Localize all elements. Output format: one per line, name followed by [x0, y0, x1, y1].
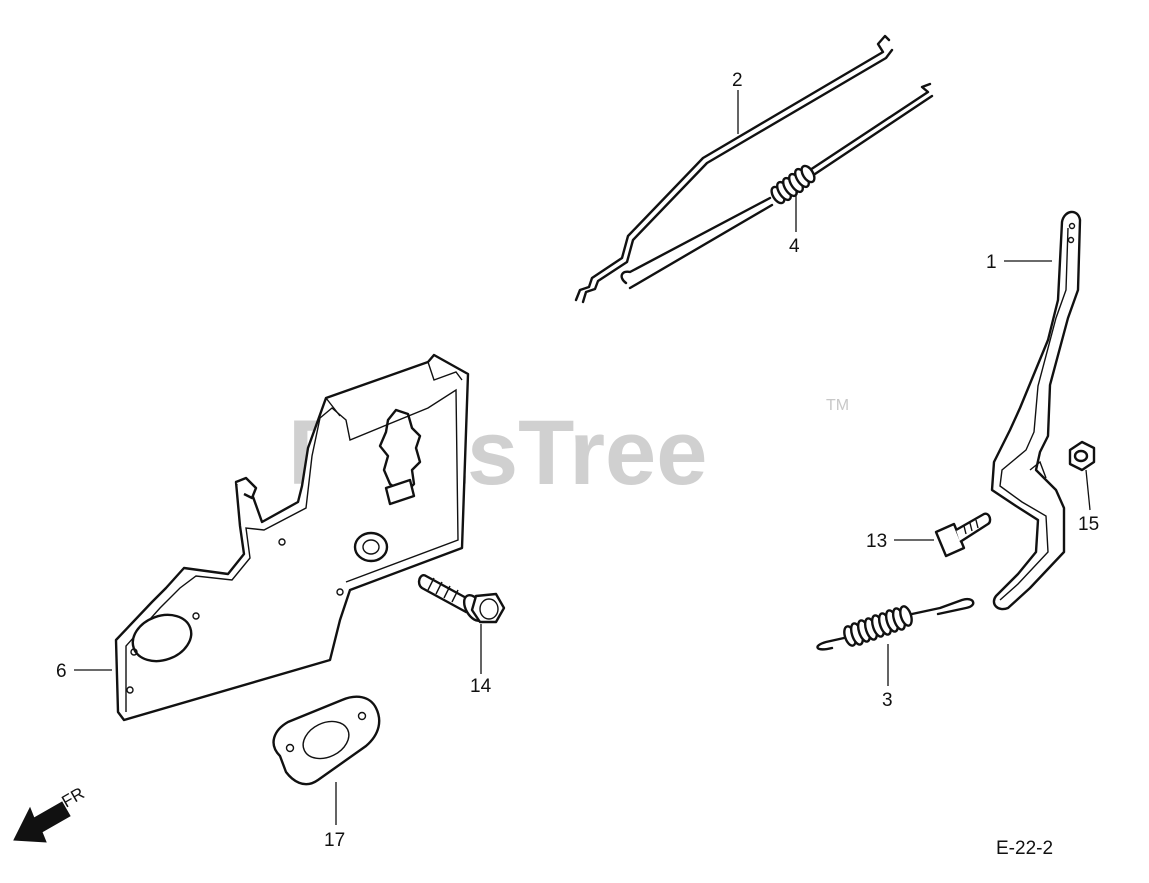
leader-lines [74, 90, 1091, 825]
callout-6: 6 [56, 661, 67, 682]
diagram-reference: E-22-2 [996, 838, 1053, 859]
part-6-governor-plate[interactable] [114, 353, 470, 722]
callout-1: 1 [986, 252, 997, 273]
callout-13: 13 [866, 531, 887, 552]
front-arrow-icon [13, 801, 71, 843]
part-15-nut[interactable] [1068, 440, 1096, 472]
callout-2: 2 [732, 70, 743, 91]
watermark-trademark: TM [826, 397, 849, 414]
callout-17: 17 [324, 830, 345, 851]
part-14-flange-bolt[interactable] [417, 574, 506, 624]
callout-14: 14 [470, 676, 492, 697]
part-17-gasket[interactable] [272, 695, 381, 786]
spring-coil-4 [770, 164, 816, 205]
callout-4: 4 [789, 236, 800, 257]
callout-15: 15 [1078, 514, 1099, 535]
callout-3: 3 [882, 690, 893, 711]
spring-coil-3 [843, 605, 913, 647]
part-13-bolt[interactable] [934, 512, 992, 558]
part-4-spring-rod[interactable] [620, 82, 934, 290]
part-3-governor-spring[interactable] [816, 597, 975, 651]
part-1-governor-arm[interactable] [990, 210, 1082, 611]
part-2-governor-rod[interactable] [574, 34, 894, 304]
